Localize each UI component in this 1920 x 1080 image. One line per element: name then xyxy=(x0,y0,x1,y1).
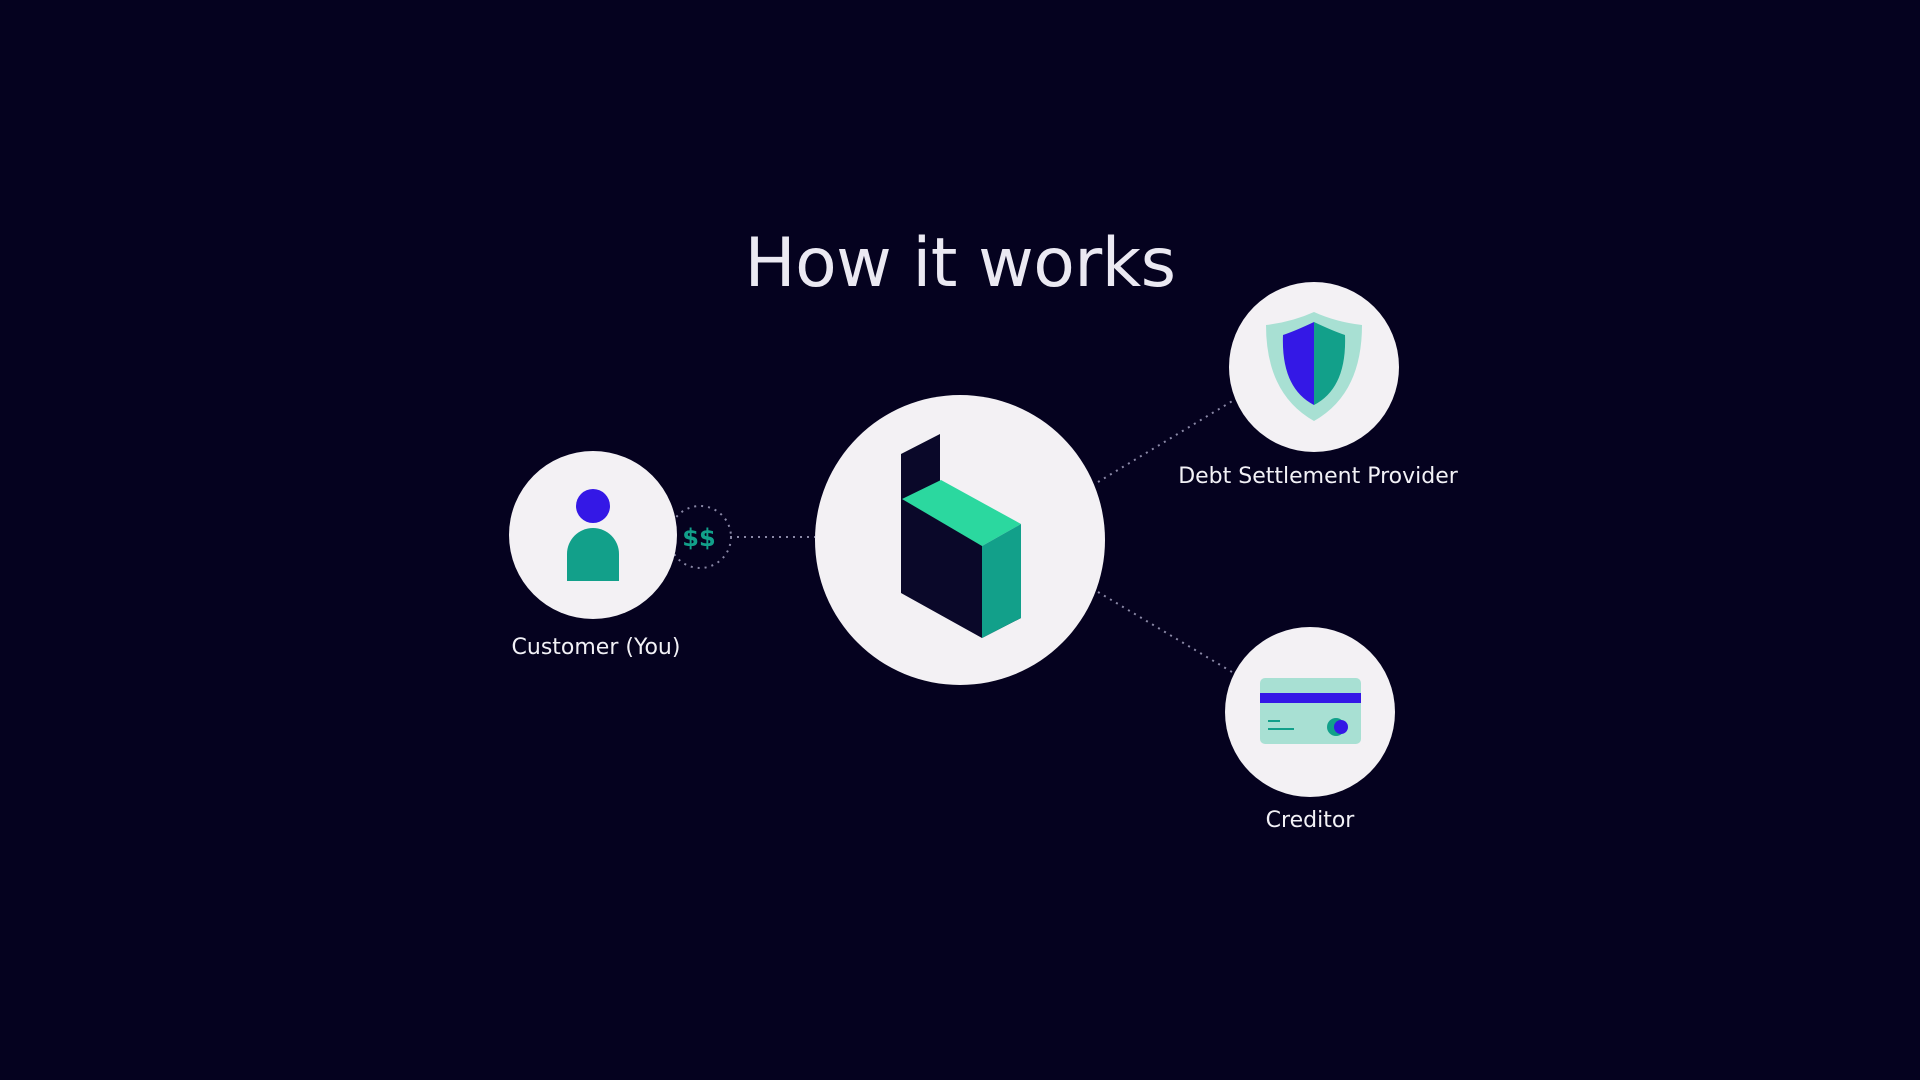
center-node xyxy=(815,395,1105,685)
brand-logo-icon xyxy=(901,434,1021,638)
money-badge-ring xyxy=(668,505,732,569)
customer-node xyxy=(509,451,677,619)
money-icon: $$ xyxy=(682,524,715,552)
connectors xyxy=(730,399,1235,673)
connector-center-creditor xyxy=(1097,591,1233,673)
creditor-node xyxy=(1225,627,1395,797)
provider-label: Debt Settlement Provider xyxy=(1178,464,1458,489)
customer-label: Customer (You) xyxy=(511,635,681,660)
page-title: How it works xyxy=(744,224,1176,303)
provider-node xyxy=(1229,282,1399,452)
shield-icon xyxy=(1266,312,1362,421)
credit-card-icon xyxy=(1260,678,1361,744)
creditor-label: Creditor xyxy=(1265,808,1355,833)
person-icon xyxy=(567,489,619,581)
